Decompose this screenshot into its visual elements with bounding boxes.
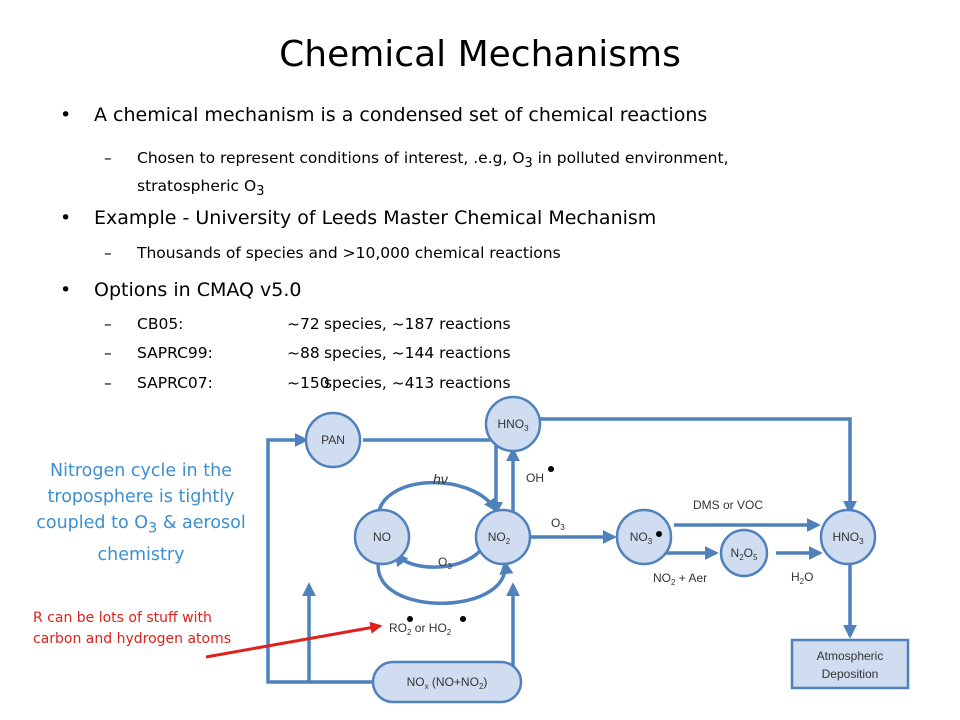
bullet-icon: •: [60, 207, 72, 229]
node-hno3-right-label: HNO3: [832, 530, 864, 546]
arrow-hno3-to-right: [538, 417, 857, 515]
note-line: Nitrogen cycle in the: [50, 461, 232, 481]
node-hno3-top-circle: [484, 395, 542, 453]
option-row-saprc99: – SAPRC99: ~88 species, ~144 reactions: [104, 342, 511, 364]
label-o3-mid: O3: [551, 516, 565, 532]
node-pan-label: PAN: [321, 433, 345, 447]
sub-bullet-text-b: in polluted environment,: [532, 149, 729, 167]
label-dms-voc: DMS or VOC: [693, 498, 763, 512]
node-nox-ellipse: [371, 660, 523, 704]
nitrogen-cycle-note: Nitrogen cycle in the troposphere is tig…: [16, 458, 266, 568]
red-pointer-arrow: [205, 621, 383, 659]
subscript: 3: [147, 519, 158, 537]
node-nox-label: NOx (NO+NO2): [407, 675, 488, 691]
bullet-mechanism-definition: • A chemical mechanism is a condensed se…: [60, 102, 708, 128]
node-hno3-right-circle: [819, 508, 877, 566]
node-no-circle: [353, 508, 411, 566]
option-row-saprc07: – SAPRC07: ~150 species, ~413 reactions: [104, 372, 511, 394]
option-approx: ~88: [287, 344, 320, 362]
note-line: & aerosol: [157, 513, 246, 533]
bullet-leeds-example: • Example - University of Leeds Master C…: [60, 205, 657, 231]
sub-bullet-text: Thousands of species and >10,000 chemica…: [137, 244, 561, 262]
node-deposition-line1: Atmospheric: [817, 649, 884, 663]
node-no2-label: NO2: [488, 530, 511, 546]
subscript: 3: [256, 184, 265, 200]
page-title: Chemical Mechanisms: [279, 34, 681, 75]
label-h2o: H2O: [791, 570, 813, 586]
dash-icon: –: [104, 244, 112, 262]
subscript: 3: [524, 156, 533, 172]
dash-icon: –: [104, 149, 112, 167]
option-approx: ~150: [287, 374, 330, 392]
label-oh: OH: [526, 471, 544, 485]
arrow-no-to-no2-top: [376, 480, 498, 518]
bullet-icon: •: [60, 104, 72, 126]
node-pan-circle: [304, 411, 362, 469]
label-o3-left: O3: [438, 555, 452, 571]
dash-icon: –: [104, 374, 112, 392]
sub-bullet-text-a: Chosen to represent conditions of intere…: [137, 149, 525, 167]
bullet-text: A chemical mechanism is a condensed set …: [94, 104, 708, 126]
option-rest: species, ~144 reactions: [323, 344, 511, 362]
sub-bullet-thousands: – Thousands of species and >10,000 chemi…: [104, 242, 561, 264]
arrow-no2-to-no-bottom: [394, 549, 482, 569]
note-line: troposphere is tightly: [47, 487, 235, 507]
label-ro2-ho2: RO2 or HO2: [389, 621, 452, 637]
dash-icon: –: [104, 344, 112, 362]
bullet-text: Options in CMAQ v5.0: [94, 279, 302, 301]
arrow-ro2-loop: [376, 554, 514, 606]
arrow-nox-to-pan: [266, 433, 372, 684]
radical-dot-ho2-icon: [460, 616, 466, 622]
node-n2o5-circle: [719, 528, 769, 578]
bullet-icon: •: [60, 279, 72, 301]
radical-dot-ro2-icon: [407, 616, 413, 622]
option-name: SAPRC07:: [137, 374, 213, 392]
sub-bullet-text-line2: stratospheric O: [137, 177, 257, 196]
sub-bullet-conditions: – Chosen to represent conditions of inte…: [104, 147, 729, 203]
option-rest: species, ~187 reactions: [323, 315, 511, 333]
node-hno3-top-label: HNO3: [497, 417, 529, 433]
node-n2o5-label: N2O5: [731, 546, 758, 562]
node-no2-circle: [474, 508, 532, 566]
node-deposition-line2: Deposition: [822, 667, 879, 681]
radical-dot-no3-icon: [656, 531, 662, 537]
note-line: coupled to O: [36, 513, 148, 533]
option-rest: species, ~413 reactions: [323, 374, 511, 392]
option-name: CB05:: [137, 315, 184, 333]
option-row-cb05: – CB05: ~72 species, ~187 reactions: [104, 313, 511, 335]
bullet-text: Example - University of Leeds Master Che…: [94, 207, 657, 229]
node-no-label: NO: [373, 530, 391, 544]
radical-dot-oh-icon: [548, 466, 554, 472]
option-approx: ~72: [287, 315, 320, 333]
r-group-note: R can be lots of stuff with carbon and h…: [33, 610, 232, 647]
node-no3-label: NO3: [630, 530, 653, 546]
node-deposition-box: [790, 638, 910, 690]
option-name: SAPRC99:: [137, 344, 213, 362]
bullet-cmaq-options: • Options in CMAQ v5.0: [60, 277, 302, 303]
node-no3-circle: [615, 508, 673, 566]
dash-icon: –: [104, 315, 112, 333]
note-line: chemistry: [97, 544, 185, 565]
label-no2-aer: NO2 + Aer: [653, 571, 707, 587]
label-hv: hν: [433, 471, 448, 487]
